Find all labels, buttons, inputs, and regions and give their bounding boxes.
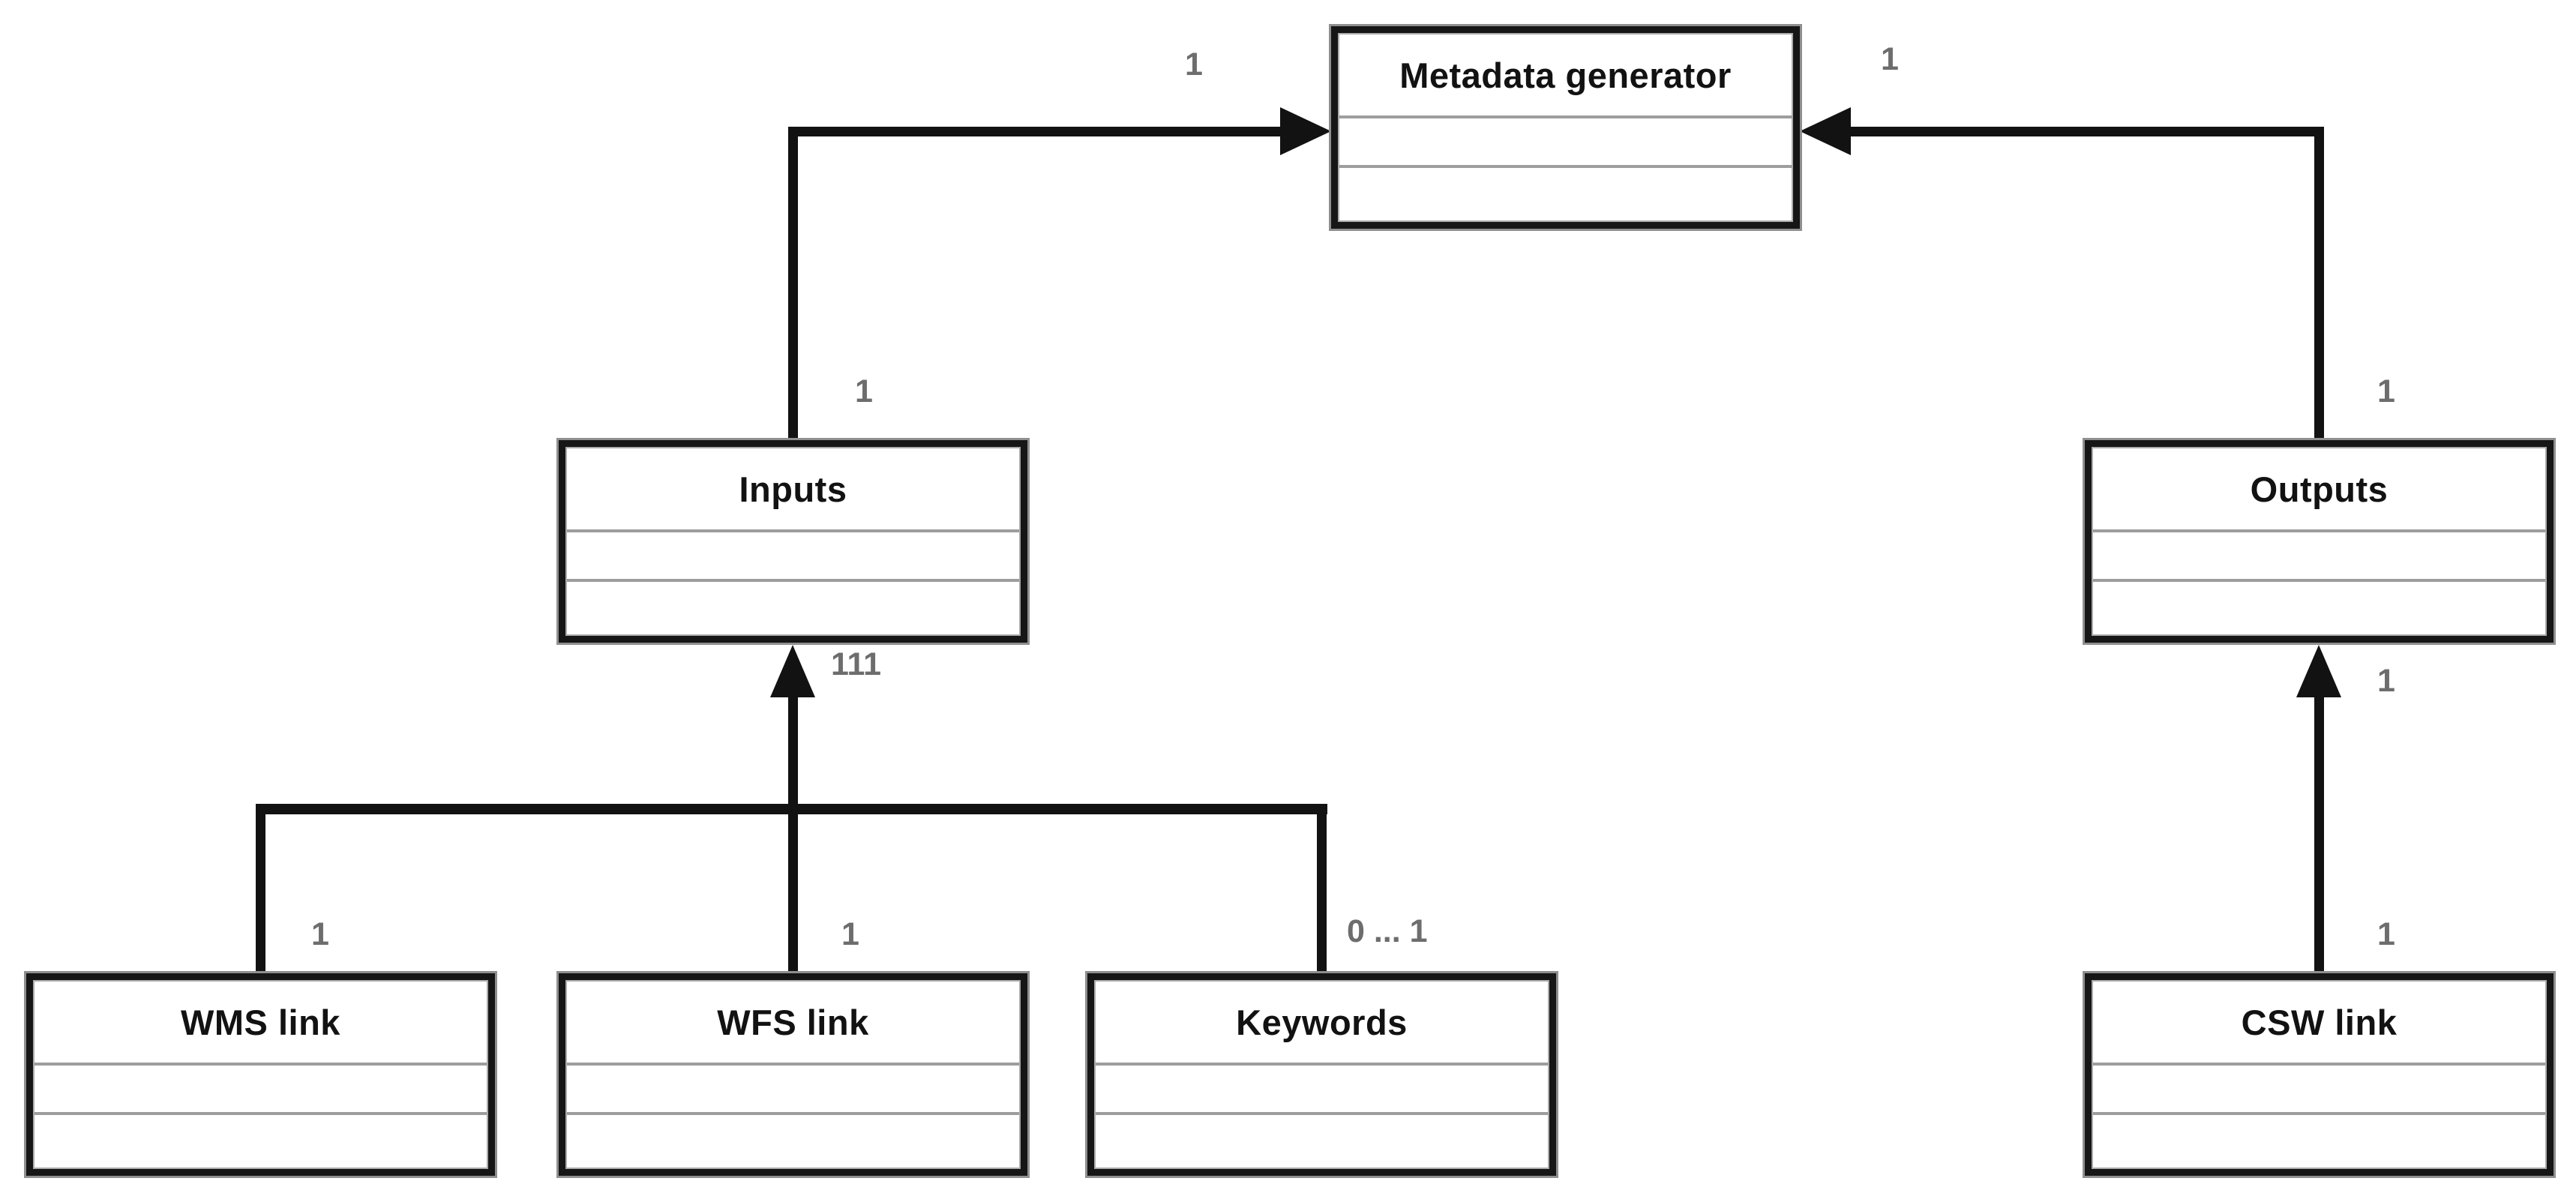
- multiplicity-csw-top: 1: [2377, 916, 2395, 952]
- multiplicity-wfs-top: 1: [841, 916, 859, 952]
- node-csw-link-title: CSW link: [2241, 1002, 2398, 1042]
- node-wfs-link-operations-compartment: [567, 1112, 1019, 1168]
- node-outputs-attributes-compartment: [2093, 529, 2545, 579]
- edge-outputs-to-metadata-horizontal: [1851, 127, 2324, 136]
- node-inputs: Inputs: [556, 438, 1030, 645]
- node-csw-link: CSW link: [2083, 971, 2556, 1178]
- arrowhead-into-metadata-right-icon: [1800, 107, 1851, 155]
- edge-wfs-to-inputs-vertical: [788, 690, 798, 973]
- node-wms-link: WMS link: [24, 971, 497, 1178]
- edge-outputs-to-metadata-vertical: [2314, 127, 2324, 440]
- multiplicity-metadata-right: 1: [1881, 41, 1899, 77]
- node-wms-link-title: WMS link: [181, 1002, 340, 1042]
- multiplicity-inputs-top: 1: [855, 373, 873, 409]
- node-inputs-title: Inputs: [739, 469, 847, 509]
- node-outputs: Outputs: [2083, 438, 2556, 645]
- node-outputs-body: Outputs: [2092, 447, 2547, 636]
- multiplicity-wms-top: 1: [311, 916, 329, 952]
- node-keywords-body: Keywords: [1094, 980, 1549, 1169]
- edge-csw-to-outputs-vertical: [2314, 690, 2324, 973]
- node-wms-link-attributes-compartment: [34, 1063, 487, 1112]
- edge-keywords-vertical: [1317, 804, 1327, 973]
- node-keywords-operations-compartment: [1096, 1112, 1548, 1168]
- arrowhead-into-metadata-left-icon: [1280, 107, 1331, 155]
- node-wfs-link-attributes-compartment: [567, 1063, 1019, 1112]
- arrowhead-into-inputs-icon: [770, 645, 815, 697]
- node-metadata-generator: Metadata generator: [1329, 24, 1802, 231]
- arrowhead-into-outputs-icon: [2296, 645, 2341, 697]
- node-outputs-title: Outputs: [2250, 469, 2389, 509]
- edge-inputs-to-metadata-horizontal: [788, 127, 1287, 136]
- node-csw-link-attributes-compartment: [2093, 1063, 2545, 1112]
- node-metadata-generator-operations-compartment: [1339, 165, 1792, 220]
- node-keywords-title: Keywords: [1236, 1002, 1408, 1042]
- node-csw-link-operations-compartment: [2093, 1112, 2545, 1168]
- node-wfs-link-body: WFS link: [565, 980, 1021, 1169]
- multiplicity-keywords-top: 0 ... 1: [1347, 913, 1428, 949]
- node-csw-link-body: CSW link: [2092, 980, 2547, 1169]
- node-wfs-link-title: WFS link: [717, 1002, 869, 1042]
- node-inputs-body: Inputs: [565, 447, 1021, 636]
- edge-wms-vertical: [256, 804, 265, 973]
- edge-inputs-to-metadata-vertical: [788, 127, 798, 440]
- node-outputs-operations-compartment: [2093, 579, 2545, 634]
- multiplicity-inputs-bottom: 111: [831, 646, 881, 682]
- node-wms-link-operations-compartment: [34, 1112, 487, 1168]
- node-metadata-generator-attributes-compartment: [1339, 115, 1792, 165]
- node-inputs-operations-compartment: [567, 579, 1019, 634]
- multiplicity-metadata-left: 1: [1185, 46, 1203, 82]
- node-metadata-generator-body: Metadata generator: [1338, 33, 1793, 222]
- node-keywords-attributes-compartment: [1096, 1063, 1548, 1112]
- node-wfs-link: WFS link: [556, 971, 1030, 1178]
- node-wms-link-body: WMS link: [33, 980, 488, 1169]
- node-keywords: Keywords: [1085, 971, 1558, 1178]
- node-inputs-attributes-compartment: [567, 529, 1019, 579]
- multiplicity-outputs-bottom: 1: [2377, 663, 2395, 699]
- node-metadata-generator-title: Metadata generator: [1399, 55, 1732, 95]
- multiplicity-outputs-top: 1: [2377, 373, 2395, 409]
